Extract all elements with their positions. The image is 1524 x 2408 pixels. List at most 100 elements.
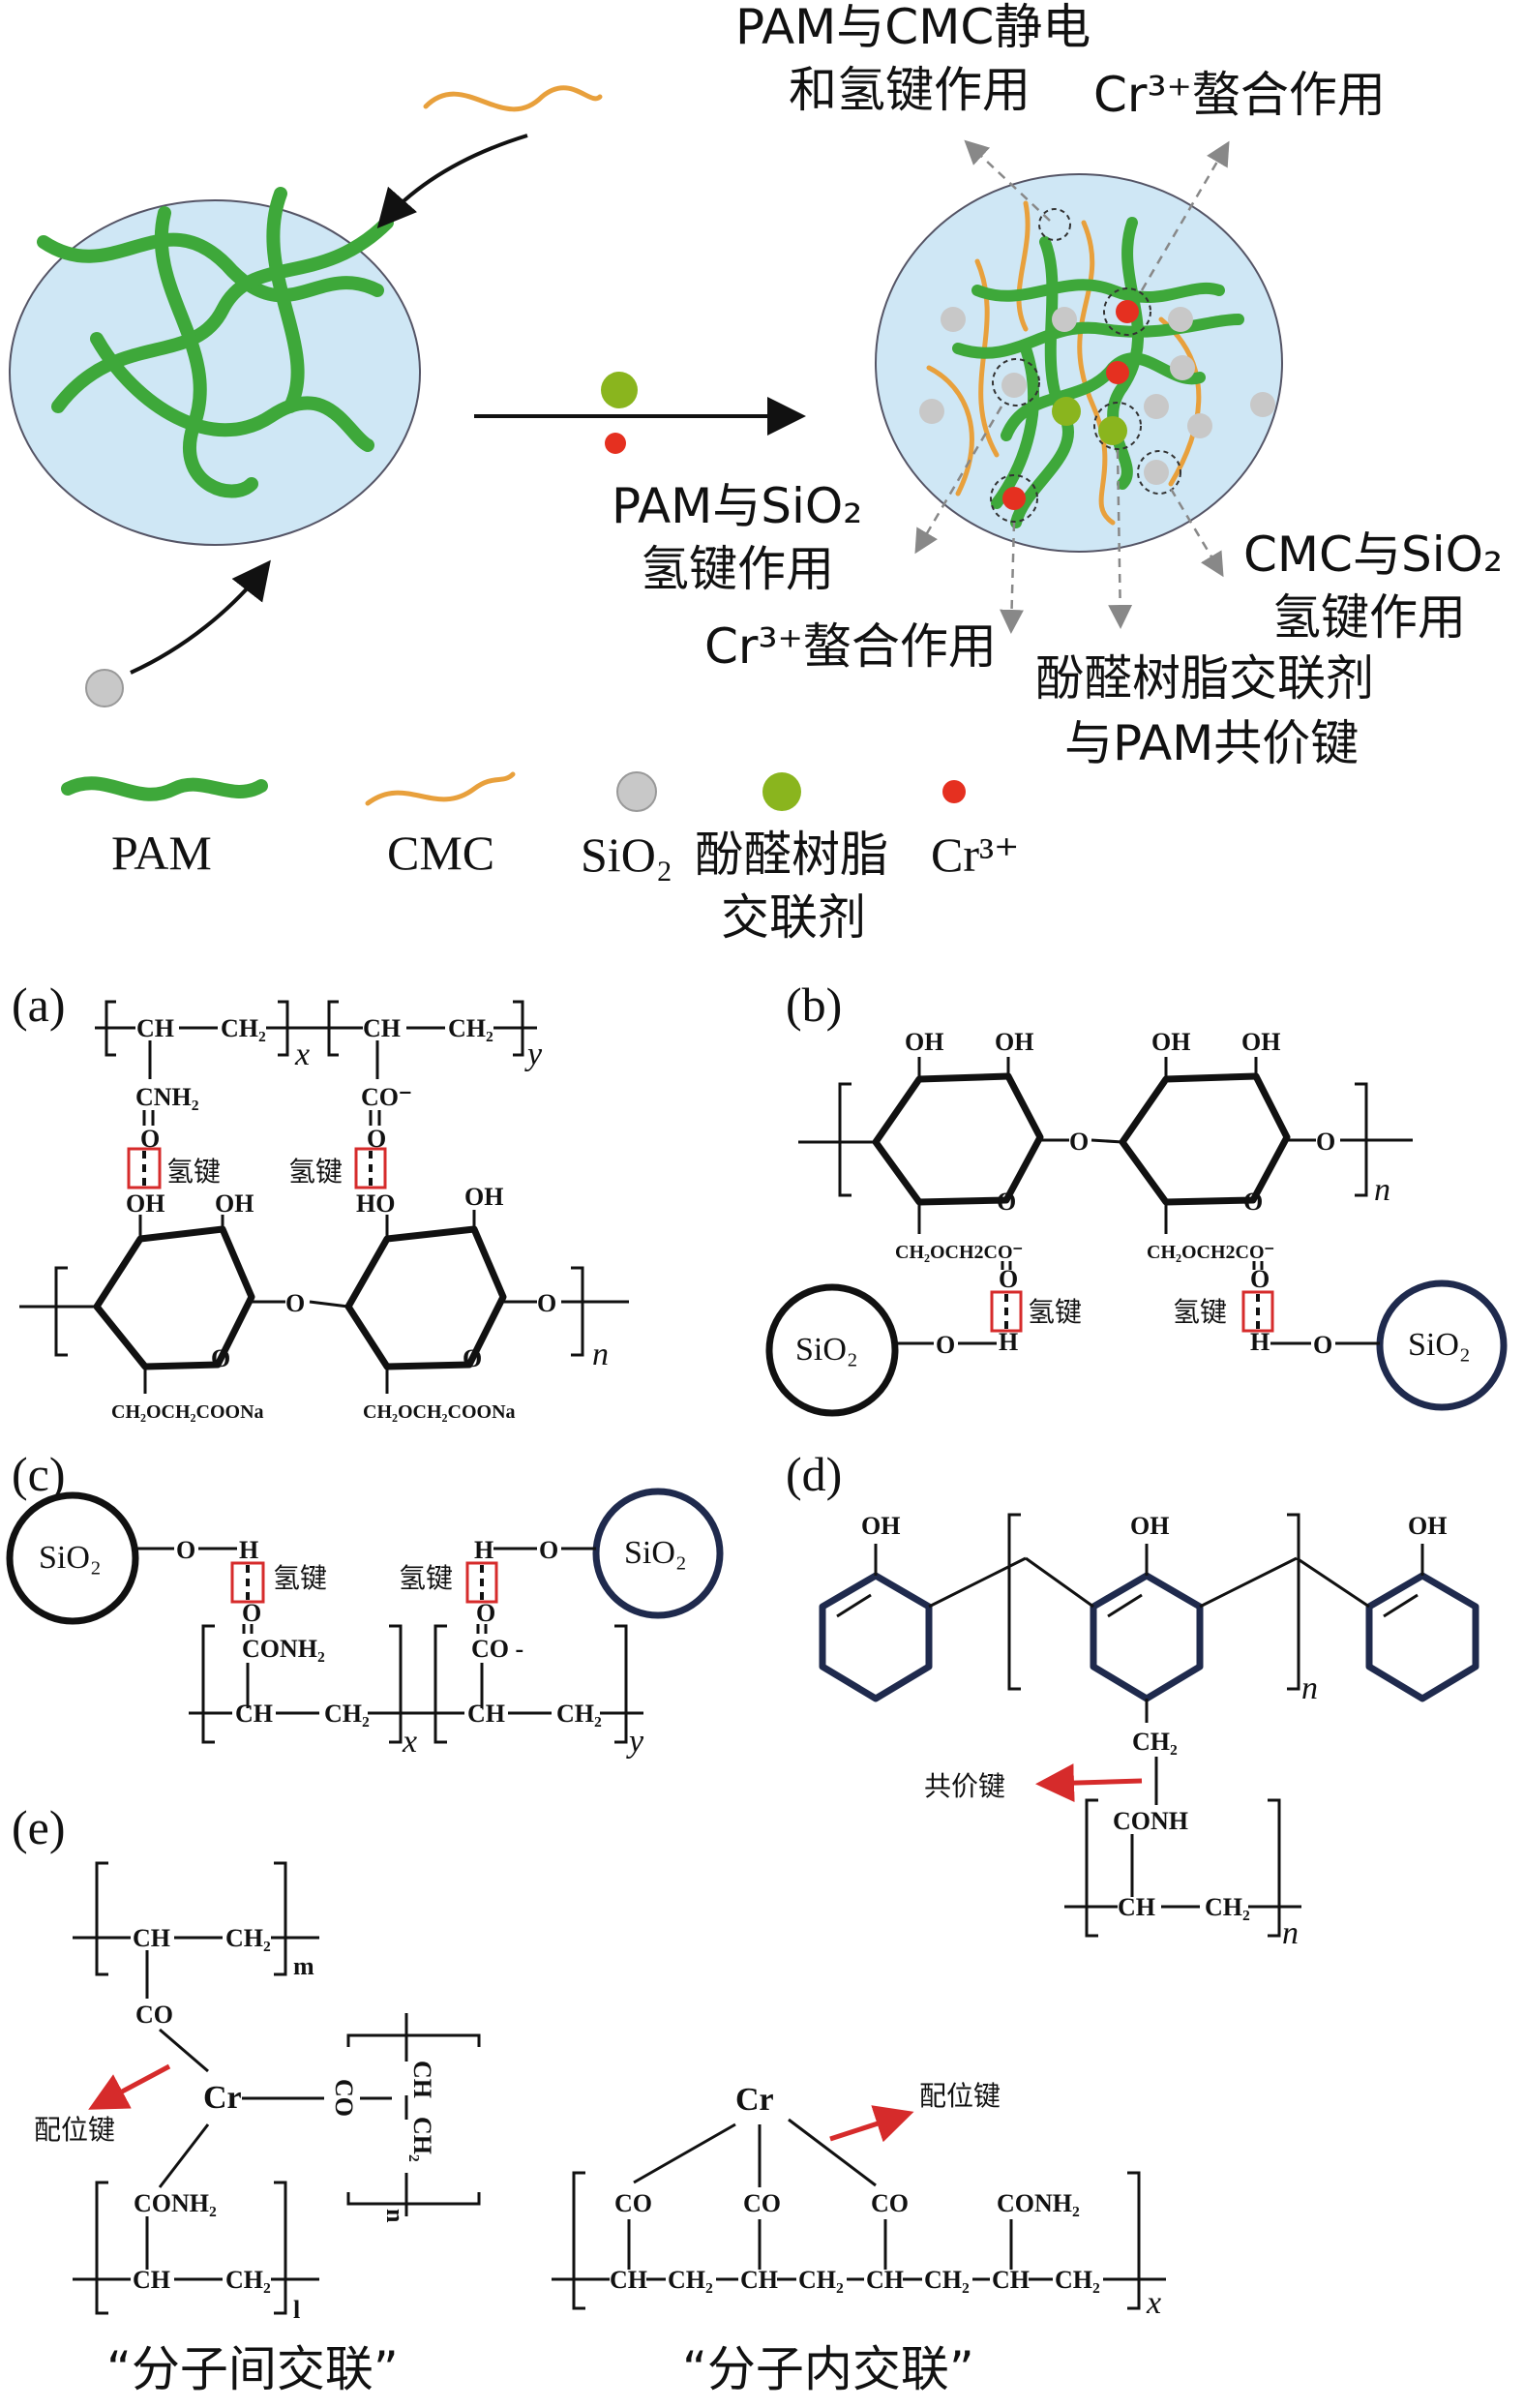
svg-text:O: O xyxy=(537,1289,556,1317)
legend: PAM CMC SiO₂ 酚醛树脂 交联剂 Cr³⁺ xyxy=(61,771,1019,946)
legend-sio2-swatch xyxy=(616,771,657,812)
svg-text:CH: CH xyxy=(1118,1893,1155,1921)
svg-text:氢键: 氢键 xyxy=(1028,1296,1082,1328)
label-phenolic-2: 与PAM共价键 xyxy=(1064,715,1359,771)
svg-text:x: x xyxy=(1146,2285,1161,2321)
caption-inter: “分子间交联” xyxy=(106,2341,399,2397)
svg-text:SiO₂: SiO₂ xyxy=(795,1332,858,1368)
label-pam-sio2-2: 氢键作用 xyxy=(641,541,834,597)
svg-text:x: x xyxy=(402,1724,417,1760)
svg-text:Cr: Cr xyxy=(203,2080,242,2116)
pam-sphere xyxy=(9,187,421,546)
svg-text:OH: OH xyxy=(1130,1512,1169,1540)
label-cr-chelate-top: Cr³⁺螯合作用 xyxy=(1093,67,1386,123)
svg-text:CH₂OCH2CO⁻: CH₂OCH2CO⁻ xyxy=(895,1242,1023,1263)
svg-text:CONH: CONH xyxy=(1113,1807,1188,1835)
svg-text:CONH₂: CONH₂ xyxy=(997,2189,1080,2217)
svg-text:OH: OH xyxy=(905,1028,943,1056)
svg-text:n: n xyxy=(1301,1671,1318,1706)
svg-text:CH: CH xyxy=(610,2266,647,2294)
svg-text:CO: CO xyxy=(871,2189,909,2217)
svg-text:x: x xyxy=(294,1037,310,1072)
panel-c-label: (c) xyxy=(12,1447,66,1501)
svg-text:氢键: 氢键 xyxy=(273,1562,327,1594)
svg-text:O: O xyxy=(140,1125,160,1153)
svg-text:n: n xyxy=(1282,1915,1299,1951)
pointer-cr-top xyxy=(1140,140,1230,291)
panel-b: (b) OH OH OH OH O O O O n CH₂OCH2CO⁻ CH₂… xyxy=(765,978,1508,1417)
svg-text:OH: OH xyxy=(995,1028,1033,1056)
svg-text:Cr: Cr xyxy=(735,2082,774,2118)
legend-cr-swatch xyxy=(942,780,966,803)
svg-text:CH: CH xyxy=(467,1700,505,1728)
svg-text:CH₂: CH₂ xyxy=(1055,2266,1100,2294)
panel-e: (e) CH CH₂ m CO Cr CO 配位键 CH CH₂ n CONH₂ xyxy=(12,1800,1166,2397)
svg-text:SiO₂: SiO₂ xyxy=(624,1535,687,1571)
panel-d: (d) OH OH OH n CH₂ CONH CH CH₂ n 共价键 xyxy=(786,1447,1479,1951)
svg-text:CH: CH xyxy=(363,1014,401,1042)
sio2-input-particle xyxy=(85,669,124,707)
pointer-cr-bottom xyxy=(1000,522,1025,634)
svg-text:O: O xyxy=(1316,1128,1335,1156)
gel-network-sphere xyxy=(875,173,1283,553)
pointer-phenolic xyxy=(1108,449,1133,629)
svg-text:OH: OH xyxy=(1408,1512,1447,1540)
svg-text:y: y xyxy=(524,1037,543,1072)
svg-text:m: m xyxy=(293,1952,314,1980)
svg-text:CO: CO xyxy=(135,2001,173,2029)
legend-phenolic-swatch xyxy=(762,772,801,811)
label-pam-cmc-1: PAM与CMC静电 xyxy=(735,0,1091,55)
pointer-pam-sio2 xyxy=(914,406,1003,555)
svg-text:O: O xyxy=(285,1289,305,1317)
svg-text:CH₂: CH₂ xyxy=(225,2266,271,2294)
svg-text:O: O xyxy=(367,1125,386,1153)
svg-text:O: O xyxy=(1243,1188,1263,1216)
svg-text:O: O xyxy=(1069,1128,1089,1156)
svg-text:CO -: CO - xyxy=(471,1635,523,1663)
svg-text:配位键: 配位键 xyxy=(34,2114,115,2146)
svg-text:CNH₂: CNH₂ xyxy=(135,1083,199,1111)
svg-text:O: O xyxy=(211,1344,230,1372)
label-phenolic-1: 酚醛树脂交联剂 xyxy=(1035,650,1374,707)
svg-text:共价键: 共价键 xyxy=(924,1770,1005,1802)
svg-text:HO: HO xyxy=(356,1189,395,1218)
arrow-sio2-in xyxy=(130,559,271,675)
panel-d-label: (d) xyxy=(786,1447,842,1501)
svg-text:l: l xyxy=(293,2296,300,2324)
svg-text:O: O xyxy=(463,1344,482,1372)
svg-text:CH₂: CH₂ xyxy=(225,1924,271,1952)
svg-text:H: H xyxy=(1250,1328,1270,1356)
svg-text:O: O xyxy=(1313,1331,1332,1359)
panel-b-label: (b) xyxy=(786,978,842,1032)
svg-text:OH: OH xyxy=(464,1183,503,1211)
cr-reagent xyxy=(605,433,626,454)
svg-text:CH₂: CH₂ xyxy=(324,1700,370,1728)
svg-text:氢键: 氢键 xyxy=(1173,1296,1227,1328)
svg-text:n: n xyxy=(381,2209,409,2223)
label-cmc-sio2-2: 氢键作用 xyxy=(1272,589,1466,646)
svg-text:氢键: 氢键 xyxy=(288,1156,343,1188)
svg-text:H: H xyxy=(999,1328,1018,1356)
legend-sio2-label: SiO₂ xyxy=(581,828,672,882)
svg-text:CONH₂: CONH₂ xyxy=(242,1635,325,1663)
cmc-strand-input xyxy=(423,85,603,112)
svg-text:CH₂: CH₂ xyxy=(221,1014,266,1042)
svg-text:OH: OH xyxy=(215,1189,254,1218)
svg-text:配位键: 配位键 xyxy=(919,2080,1001,2112)
arrow-cmc-in xyxy=(376,134,528,229)
svg-text:CH₂: CH₂ xyxy=(1132,1728,1178,1756)
label-cmc-sio2-1: CMC与SiO₂ xyxy=(1243,527,1503,583)
svg-text:CONH₂: CONH₂ xyxy=(134,2189,217,2217)
svg-text:CO: CO xyxy=(743,2189,781,2217)
svg-text:O: O xyxy=(539,1536,558,1564)
svg-text:OH: OH xyxy=(126,1189,164,1218)
svg-text:氢键: 氢键 xyxy=(166,1156,221,1188)
svg-text:CH₂OCH₂COONa: CH₂OCH₂COONa xyxy=(363,1401,516,1423)
svg-text:CH₂: CH₂ xyxy=(798,2266,844,2294)
svg-text:氢键: 氢键 xyxy=(399,1562,453,1594)
svg-text:OH: OH xyxy=(861,1512,900,1540)
svg-text:CH₂: CH₂ xyxy=(448,1014,493,1042)
legend-cmc-label: CMC xyxy=(387,826,494,880)
svg-text:O: O xyxy=(176,1536,195,1564)
